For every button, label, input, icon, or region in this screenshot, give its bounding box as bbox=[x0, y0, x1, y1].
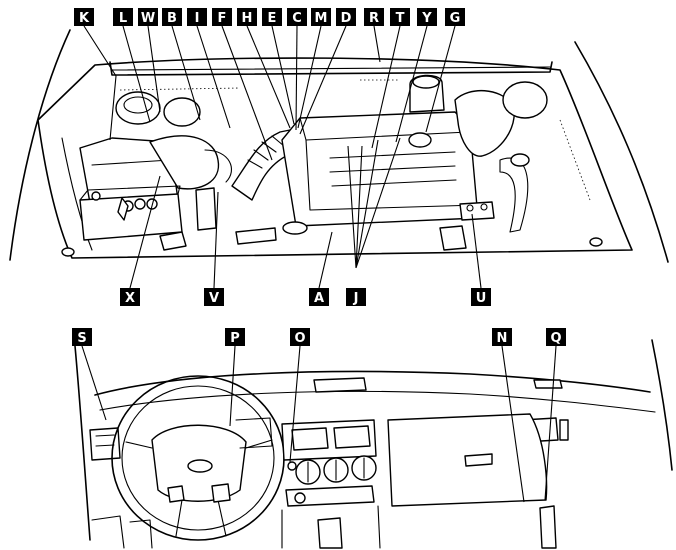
label-Y: Y bbox=[417, 8, 437, 26]
svg-text:L: L bbox=[119, 11, 127, 26]
label-H: H bbox=[237, 8, 257, 26]
svg-text:U: U bbox=[476, 291, 487, 306]
label-L: L bbox=[113, 8, 133, 26]
engine-leader-lines bbox=[83, 25, 482, 289]
label-N: N bbox=[492, 328, 512, 346]
label-C: C bbox=[287, 8, 307, 26]
svg-text:E: E bbox=[268, 11, 277, 26]
dash-leader-lines bbox=[81, 345, 557, 503]
label-A: A bbox=[309, 288, 329, 306]
svg-text:Y: Y bbox=[421, 11, 432, 26]
label-D: D bbox=[336, 8, 356, 26]
label-R: R bbox=[364, 8, 384, 26]
svg-text:T: T bbox=[396, 11, 405, 26]
label-S: S bbox=[72, 328, 92, 346]
dashboard-illustration bbox=[74, 339, 673, 549]
svg-text:G: G bbox=[450, 11, 461, 26]
label-O: O bbox=[290, 328, 310, 346]
svg-text:B: B bbox=[167, 11, 177, 26]
label-K: K bbox=[74, 8, 94, 26]
label-E: E bbox=[262, 8, 282, 26]
svg-text:F: F bbox=[218, 11, 227, 26]
svg-text:H: H bbox=[242, 11, 253, 26]
label-B: B bbox=[162, 8, 182, 26]
label-I: I bbox=[187, 8, 207, 26]
svg-text:V: V bbox=[209, 291, 219, 306]
label-P: P bbox=[225, 328, 245, 346]
svg-text:O: O bbox=[294, 331, 305, 346]
svg-text:J: J bbox=[353, 291, 359, 306]
svg-text:A: A bbox=[314, 291, 324, 306]
label-T: T bbox=[390, 8, 410, 26]
svg-text:R: R bbox=[369, 11, 379, 26]
label-F: F bbox=[212, 8, 232, 26]
label-M: M bbox=[311, 8, 331, 26]
svg-text:S: S bbox=[77, 331, 86, 346]
svg-text:W: W bbox=[141, 11, 155, 26]
svg-text:M: M bbox=[315, 11, 328, 26]
svg-text:N: N bbox=[497, 331, 508, 346]
label-J: J bbox=[346, 288, 366, 306]
label-W: W bbox=[138, 8, 158, 26]
label-X: X bbox=[120, 288, 140, 306]
svg-text:D: D bbox=[341, 11, 352, 26]
svg-text:Q: Q bbox=[550, 331, 561, 346]
label-V: V bbox=[204, 288, 224, 306]
svg-text:C: C bbox=[292, 11, 302, 26]
svg-text:X: X bbox=[125, 291, 135, 306]
label-U: U bbox=[471, 288, 491, 306]
svg-text:K: K bbox=[79, 11, 90, 26]
svg-text:I: I bbox=[195, 11, 200, 26]
svg-text:P: P bbox=[230, 331, 240, 346]
label-G: G bbox=[445, 8, 465, 26]
label-Q: Q bbox=[546, 328, 566, 346]
